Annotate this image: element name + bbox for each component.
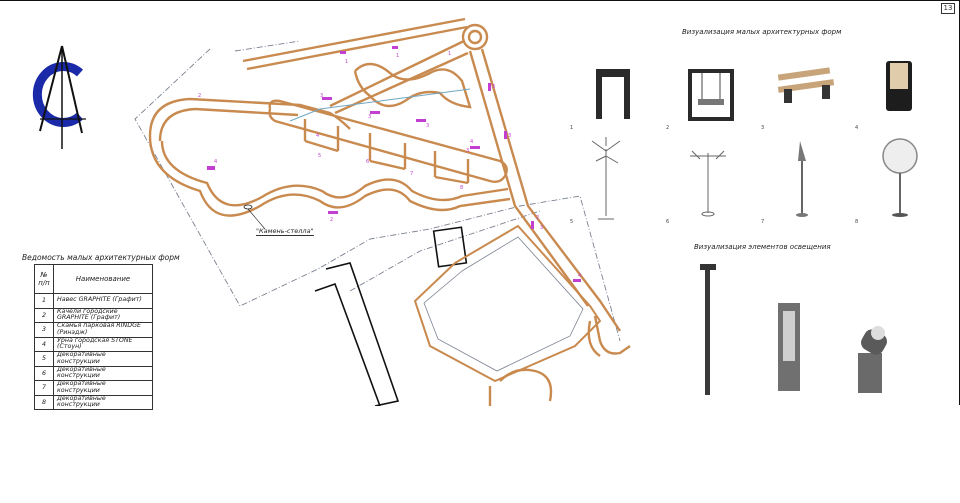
walkway-paths xyxy=(148,17,631,406)
plan-marker-number: 3 xyxy=(492,84,496,90)
plan-marker-number: 3 xyxy=(508,133,512,139)
plan-marker-number: 2 xyxy=(198,93,202,99)
maf-image-canopy xyxy=(596,69,630,119)
row-name: Навес GRAPHITE (Графит) xyxy=(53,293,153,309)
maf-number: 7 xyxy=(761,219,765,225)
row-name: Декоративные конструкции xyxy=(53,365,153,381)
plan-marker-number: 4 xyxy=(470,139,474,145)
plan-marker-number: 6 xyxy=(366,159,370,165)
row-name: Декоративные конструкции xyxy=(53,394,153,410)
row-num: 2 xyxy=(34,307,54,323)
row-name: Скамья парковая RINDGE (Ринэдж) xyxy=(53,322,153,338)
row-num: 4 xyxy=(34,336,54,352)
maf-image-decor-6 xyxy=(690,150,726,217)
lighting-visual-title: Визуализация элементов освещения xyxy=(694,243,831,251)
plan-marker-number: 1 xyxy=(345,59,349,65)
stone-stella-label: "Камень-стелла" xyxy=(256,227,314,236)
plan-marker-number: 4 xyxy=(316,133,320,139)
plan-marker-number: 3 xyxy=(540,225,544,231)
plan-marker-number: 7 xyxy=(410,171,414,177)
plan-marker-number: 1 xyxy=(396,53,400,59)
site-boundary xyxy=(134,40,621,342)
boundary-line xyxy=(289,88,471,122)
maf-number: 5 xyxy=(570,219,574,225)
sheet-number-stamp: 13 xyxy=(941,3,955,14)
row-name: Декоративные конструкции xyxy=(53,351,153,367)
maf-table-title: Ведомость малых архитектурных форм xyxy=(22,253,180,262)
plan-markers xyxy=(207,46,581,282)
plan-marker-number: 3 xyxy=(368,114,372,120)
plan-marker-number: 1 xyxy=(448,51,452,57)
row-num: 3 xyxy=(34,322,54,338)
header-name: Наименование xyxy=(53,264,153,294)
maf-number: 4 xyxy=(855,125,859,131)
maf-number: 1 xyxy=(570,125,574,131)
plan-marker-number: 4 xyxy=(214,159,218,165)
table-header-row: № п/п Наименование xyxy=(34,264,153,294)
stella-marker xyxy=(243,204,253,210)
header-num: № п/п xyxy=(34,264,54,294)
row-name: Качели городские GRAPHITE (Графит) xyxy=(53,307,153,323)
plan-marker-number: 3 xyxy=(320,93,324,99)
row-num: 6 xyxy=(34,365,54,381)
maf-image-decor-5 xyxy=(591,137,621,220)
plan-marker-number: 2 xyxy=(536,215,540,221)
row-num: 8 xyxy=(34,394,54,410)
plan-marker-number: 2 xyxy=(330,217,334,223)
lighting-image-spot xyxy=(858,326,887,393)
lighting-image-bollard xyxy=(778,303,800,391)
row-num: 5 xyxy=(34,351,54,367)
maf-image-swing xyxy=(688,69,734,121)
maf-number: 8 xyxy=(855,219,859,225)
maf-image-urn xyxy=(886,61,912,111)
maf-number: 2 xyxy=(666,125,670,131)
maf-image-decor-7 xyxy=(796,141,808,217)
drawing-sheet: 13 xyxy=(0,0,960,410)
row-name: Урна городская STONE (Стоун) xyxy=(53,336,153,352)
plan-marker-number: 3 xyxy=(426,123,430,129)
maf-visual-title: Визуализация малых архитектурных форм xyxy=(682,28,842,36)
plan-marker-number: 3 xyxy=(466,148,470,154)
maf-image-bench xyxy=(777,67,835,103)
site-plan xyxy=(32,17,918,406)
row-name: Декоративные конструкции xyxy=(53,380,153,396)
lighting-image-pole xyxy=(700,264,716,395)
plan-marker-number: 5 xyxy=(318,153,322,159)
buildings xyxy=(314,224,602,406)
plan-marker-number: 8 xyxy=(460,185,464,191)
plan-marker-number: 4 xyxy=(578,273,582,279)
maf-image-decor-8 xyxy=(882,138,918,217)
row-num: 7 xyxy=(34,380,54,396)
logo-icon xyxy=(32,45,86,149)
maf-number: 6 xyxy=(666,219,670,225)
maf-number: 3 xyxy=(761,125,765,131)
row-num: 1 xyxy=(34,293,54,309)
